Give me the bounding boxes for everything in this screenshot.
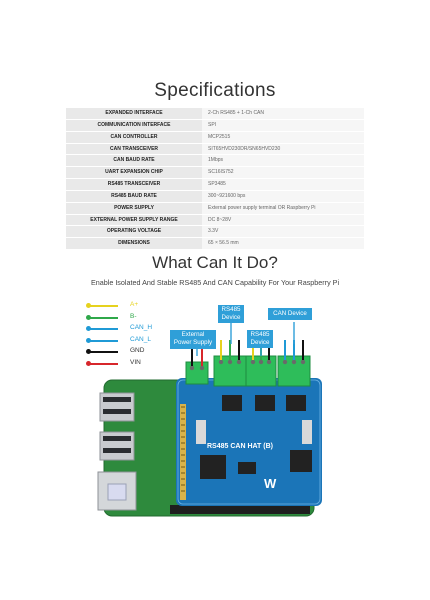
spec-label: CAN BAUD RATE — [66, 154, 202, 168]
chip — [222, 395, 242, 411]
legend-item: CAN_L — [86, 335, 168, 345]
what-can-it-do-subtitle: Enable Isolated And Stable RS485 And CAN… — [90, 278, 340, 287]
legend-label: GND — [130, 347, 145, 354]
specifications-title: Specifications — [154, 80, 276, 101]
spec-label: COMMUNICATION INTERFACE — [66, 119, 202, 132]
callout-external-power: External Power Supply — [170, 330, 216, 349]
legend-item: VIN — [86, 358, 168, 368]
legend-wire-end-icon — [86, 326, 91, 331]
spec-value: 2-Ch RS485 + 1-Ch CAN — [202, 108, 364, 120]
legend-wire-end-icon — [86, 337, 91, 343]
chip — [200, 455, 226, 479]
legend-wire-end-icon — [86, 314, 91, 320]
component — [196, 420, 206, 444]
gpio-header — [170, 505, 310, 514]
what-can-it-do-title: What Can It Do? — [152, 253, 278, 272]
legend-wire-end-icon — [86, 303, 91, 308]
waveshare-logo: W — [264, 476, 277, 491]
power-terminal — [185, 361, 209, 385]
callout-rs485-device-1: RS485 Device — [218, 305, 244, 323]
legend-wire-end-icon — [86, 349, 91, 354]
callout-external-power-line1: External — [181, 331, 205, 338]
legend-item: A+ — [86, 300, 168, 310]
chip — [286, 395, 306, 411]
spec-label: CAN CONTROLLER — [66, 131, 202, 144]
spec-label: RS485 BAUD RATE — [66, 190, 202, 203]
spec-value: SIT65HVD230DR/SN65HVD230 — [202, 143, 364, 156]
callout-rs485-device-2-line2: Device — [250, 339, 270, 346]
chip — [255, 395, 275, 411]
spec-value: SP3485 — [202, 178, 364, 191]
legend-label: CAN_H — [130, 324, 153, 331]
chip — [238, 462, 256, 474]
spec-value: SC16IS752 — [202, 166, 364, 180]
spec-label: DIMENSIONS — [66, 237, 202, 251]
spec-label: UART EXPANSION CHIP — [66, 166, 202, 180]
callout-rs485-device-2-line1: RS485 — [250, 331, 270, 338]
callout-rs485-device-2: RS485 Device — [247, 330, 273, 348]
spec-label: CAN TRANSCEIVER — [66, 143, 202, 156]
spec-label: RS485 TRANSCEIVER — [66, 178, 202, 191]
spec-label: OPERATING VOLTAGE — [66, 225, 202, 239]
spec-value: 300~921600 bps — [202, 190, 364, 203]
legend-item: B- — [86, 312, 168, 322]
spec-value: 1Mbps — [202, 154, 364, 168]
legend-wire-swatch — [88, 328, 118, 330]
legend-label: CAN_L — [130, 335, 151, 343]
legend-item: CAN_H — [86, 323, 168, 333]
legend-wire-swatch — [88, 316, 118, 319]
spec-value: SPI — [202, 119, 364, 132]
spec-value: 65 × 56.5 mm — [202, 237, 364, 251]
legend-label: VIN — [130, 358, 141, 366]
spec-value: MCP2515 — [202, 131, 364, 144]
callout-rs485-device-1-line1: RS485 — [221, 306, 241, 313]
callout-can-device: CAN Device — [268, 308, 312, 320]
legend-wire-swatch — [88, 351, 118, 353]
legend-item: GND — [86, 346, 168, 356]
spec-value: External power supply terminal OR Raspbe… — [202, 202, 364, 215]
component — [302, 420, 312, 444]
chip — [290, 450, 312, 472]
spec-label: EXTERNAL POWER SUPPLY RANGE — [66, 214, 202, 227]
callout-external-power-line2: Power Supply — [173, 339, 213, 346]
legend-wire-swatch — [88, 362, 118, 365]
legend-label: A+ — [130, 301, 139, 308]
board-label: RS485 CAN HAT (B) — [207, 443, 273, 450]
spec-value: DC 8~28V — [202, 214, 364, 227]
spec-value: 3.3V — [202, 225, 364, 239]
callout-rs485-device-1-line2: Device — [221, 314, 241, 321]
spec-label: EXPANDED INTERFACE — [66, 108, 202, 120]
spec-label: POWER SUPPLY — [66, 202, 202, 215]
legend-wire-end-icon — [86, 360, 91, 366]
legend-wire-swatch — [88, 339, 118, 342]
legend-wire-swatch — [88, 305, 118, 307]
legend-label: B- — [130, 312, 137, 320]
